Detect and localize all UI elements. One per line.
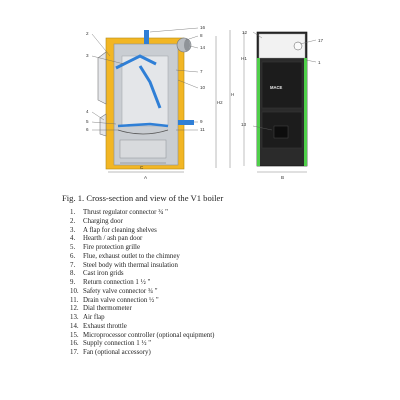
callout-4: 4	[86, 109, 89, 114]
callout-3: 3	[86, 53, 89, 58]
return-pipe	[178, 120, 194, 125]
supply-pipe	[144, 30, 149, 44]
legend-item: 10.Safety valve connector ¾ "	[70, 287, 158, 295]
upper-door	[261, 61, 303, 109]
dim-b: B	[281, 175, 284, 180]
legend-item: 9.Return connection 1 ½ "	[70, 279, 151, 286]
legend-item: 16.Supply connection 1 ½ "	[70, 340, 152, 348]
callout-1: 1	[318, 60, 321, 65]
front-frame-right	[304, 58, 307, 166]
exhaust-throttle	[184, 39, 190, 51]
legend-item: 4.Hearth / ash pan door	[70, 235, 143, 243]
front-view: MACE 12 17 1 13 H1 B	[241, 30, 324, 180]
air-flap	[273, 125, 289, 139]
thermometer-dial	[293, 41, 303, 51]
flow-line-diagonal	[138, 65, 162, 109]
cast-iron-grids	[117, 129, 169, 135]
cross-section-view: 2 3 4 5 6 16 8 14 7 10 9 11 C A	[86, 25, 234, 180]
front-frame-left	[257, 58, 260, 166]
legend-item: 13.Air flap	[70, 314, 105, 321]
charging-door	[97, 51, 107, 105]
callout-9: 9	[200, 119, 203, 124]
callout-5: 5	[86, 119, 89, 124]
legend-item: 2.Charging door	[70, 217, 123, 225]
callout-17: 17	[318, 38, 324, 43]
dim-h1: H1	[241, 56, 247, 61]
dim-a: A	[144, 175, 148, 180]
parts-legend: 1.Thrust regulator connector ¾ " 2.Charg…	[70, 209, 214, 358]
callout-8: 8	[200, 33, 203, 38]
legend-item: 11.Drain valve connection ½ "	[70, 296, 159, 304]
dim-h2: H2	[217, 100, 223, 105]
grate-line	[117, 122, 169, 128]
callout-7: 7	[200, 69, 203, 74]
callout-11: 11	[200, 127, 205, 132]
dim-h: H	[231, 92, 234, 97]
legend-item: 5.Fire protection grille	[70, 244, 141, 251]
legend-item: 7.Steel body with thermal insulation	[70, 261, 178, 269]
callout-10: 10	[200, 85, 206, 90]
callout-14: 14	[200, 45, 206, 50]
legend-item: 1.Thrust regulator connector ¾ "	[70, 209, 168, 216]
combustion-chamber	[121, 55, 169, 127]
legend-item: 3.A flap for cleaning shelves	[70, 226, 157, 234]
callout-12: 12	[242, 30, 248, 35]
figure-caption: Fig. 1. Cross-section and view of the V1…	[62, 193, 224, 203]
legend-item: 15.Microprocessor controller (optional e…	[70, 331, 215, 339]
legend-item: 12.Dial thermometer	[70, 305, 132, 313]
legend-item: 6.Flue, exhaust outlet to the chimney	[70, 252, 180, 260]
legend-item: 8.Cast iron grids	[70, 270, 124, 278]
boiler-drawing: 2 3 4 5 6 16 8 14 7 10 9 11 C A	[86, 25, 324, 180]
callout-16: 16	[200, 25, 206, 30]
dim-c: C	[140, 165, 144, 170]
callout-2: 2	[86, 31, 89, 36]
brand-badge: MACE	[270, 85, 283, 90]
callout-13: 13	[241, 122, 247, 127]
legend-item: 14.Exhaust throttle	[70, 322, 127, 330]
callout-6: 6	[86, 127, 89, 132]
ash-pan	[119, 139, 167, 159]
legend-item: 17.Fan (optional accessory)	[70, 349, 151, 356]
ash-pan-door	[99, 113, 107, 137]
